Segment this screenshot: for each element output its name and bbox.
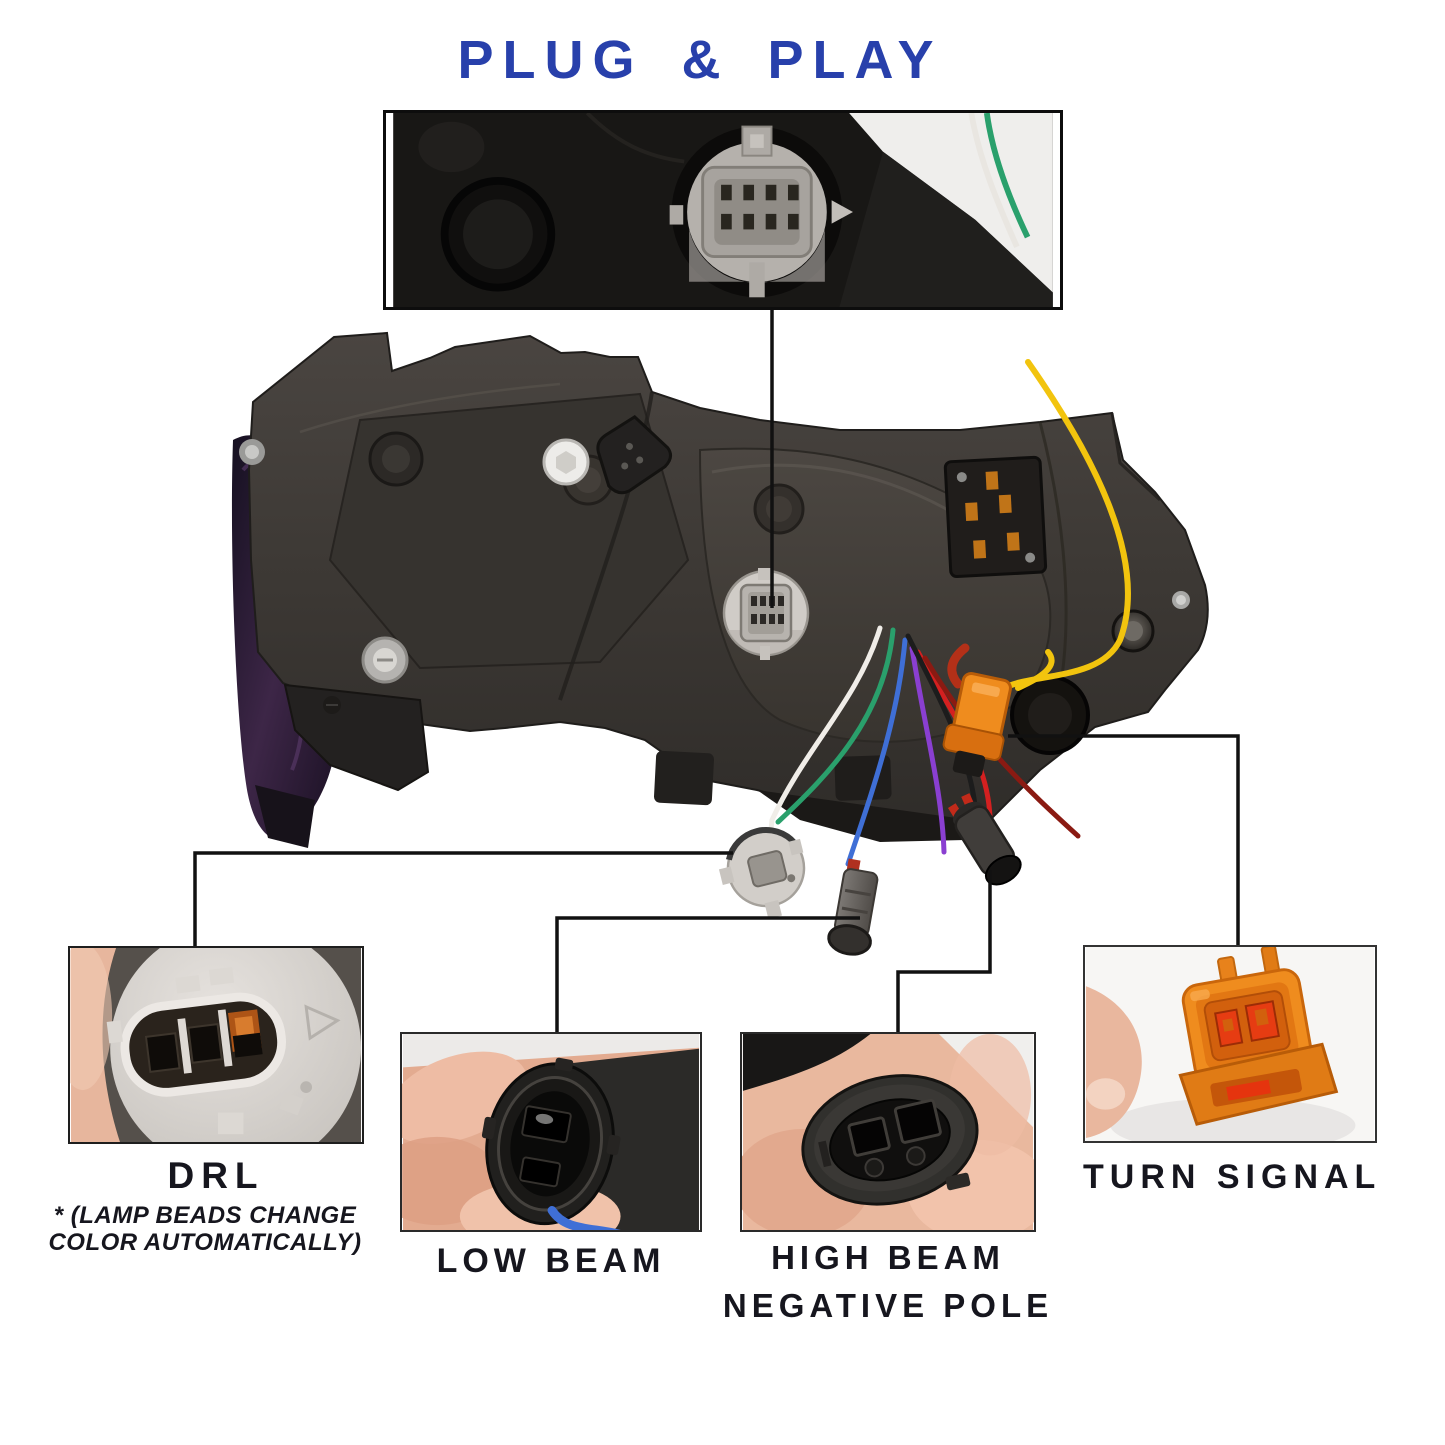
eight-pin-socket <box>722 568 810 660</box>
wiring-harness <box>767 359 1131 867</box>
drl-note: * (LAMP BEADS CHANGE COLOR AUTOMATICALLY… <box>25 1202 385 1256</box>
turn-signal-connector-photo <box>1085 947 1375 1141</box>
housing-hardware <box>239 414 1190 755</box>
high-beam-label-line2: NEGATIVE POLE <box>722 1287 1054 1324</box>
drl-note-line2: COLOR AUTOMATICALLY) <box>48 1229 362 1256</box>
page-title: PLUG & PLAY <box>457 30 943 90</box>
high-beam-plug <box>947 793 1022 886</box>
high-beam-connector-photo <box>742 1034 1034 1230</box>
low-beam-label: LOW BEAM <box>436 1242 666 1280</box>
callout-line-low-beam <box>555 916 860 1032</box>
callout-line-drl <box>193 851 733 946</box>
drl-socket <box>718 827 806 919</box>
turn-signal-label: TURN SIGNAL <box>1083 1158 1382 1196</box>
inset-turn-signal <box>1083 945 1377 1143</box>
low-beam-connector-photo <box>402 1034 699 1230</box>
inset-plug-socket-closeup <box>383 110 1063 310</box>
drl-connector-photo <box>70 948 362 1142</box>
high-beam-label: HIGH BEAM <box>771 1239 1005 1276</box>
plug-socket-closeup-photo <box>393 113 1053 307</box>
turn-signal-plug-main <box>942 671 1012 777</box>
drl-note-line1: * (LAMP BEADS CHANGE <box>53 1202 357 1229</box>
drl-label: DRL <box>167 1155 265 1196</box>
inset-high-beam <box>740 1032 1036 1232</box>
terminal-bracket <box>943 455 1048 579</box>
callout-line-turn-signal <box>1008 734 1240 945</box>
callout-line-high-beam <box>896 870 992 1032</box>
inset-drl <box>68 946 364 1144</box>
inset-low-beam <box>400 1032 702 1232</box>
